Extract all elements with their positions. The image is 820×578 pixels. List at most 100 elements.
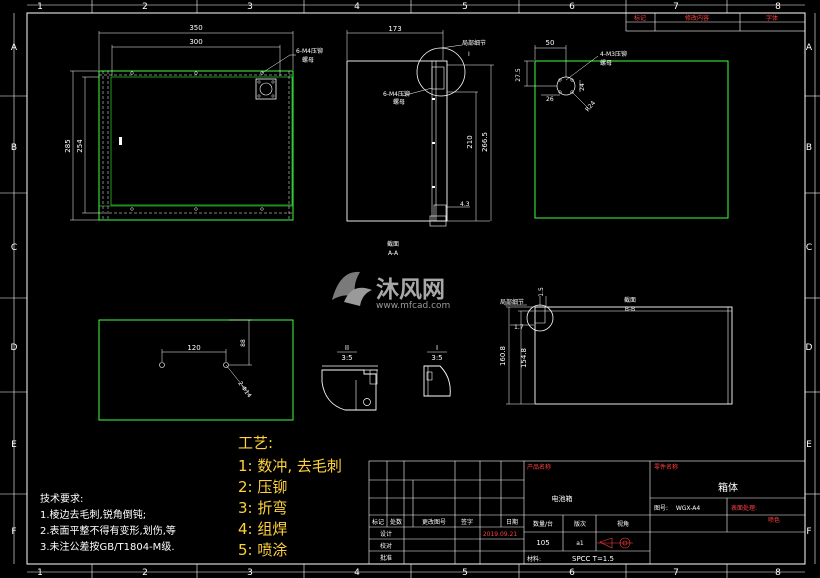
row-label-right-C: C — [806, 243, 812, 253]
dim-26: 26 — [546, 96, 554, 103]
section-bb-label-1: 截面 — [624, 296, 636, 304]
tb-qty: 105 — [536, 539, 549, 547]
dim-210: 210 — [466, 135, 474, 148]
detail-view-ii: II 3:5 — [321, 344, 378, 411]
revision-col-mark: 标记 — [634, 14, 646, 22]
front-rivet-note-2: 螺母 — [302, 56, 314, 64]
tb-version: a1 — [576, 540, 584, 547]
title-block — [368, 460, 806, 565]
dim-1-5: 1.5 — [538, 287, 545, 297]
row-label-A: A — [11, 43, 18, 53]
row-label-D: D — [11, 343, 18, 353]
col-label-bottom-6: 6 — [569, 568, 575, 578]
revision-col-content: 修改内容 — [685, 14, 709, 22]
detail-ii-label: II — [345, 344, 349, 352]
tb-date: 2019.09.21 — [483, 531, 518, 538]
section-detail-mark: I — [468, 51, 470, 58]
dim-24: 24 — [579, 83, 586, 91]
part-name: 箱体 — [718, 481, 738, 494]
tb-surface-label: 表面处理: — [731, 504, 757, 512]
section-bb-label-2: B-B — [625, 306, 635, 313]
dim-173: 173 — [388, 25, 401, 33]
part-name-label: 零件名称 — [654, 463, 678, 471]
front-rivet-note-1: 6-M4压铆 — [296, 47, 323, 55]
detail-i-scale: 3:5 — [431, 354, 442, 362]
tb-view-label: 视角 — [617, 520, 629, 528]
dim-1-7: 1.7 — [514, 324, 524, 331]
col-label-6: 6 — [569, 2, 575, 12]
col-label-bottom-5: 5 — [462, 568, 468, 578]
product-name: 电池箱 — [552, 494, 573, 503]
col-label-bottom-7: 7 — [673, 568, 679, 578]
tb-change-doc: 更改图号 — [422, 518, 446, 526]
col-label-2: 2 — [142, 2, 148, 12]
col-label-bottom-4: 4 — [354, 568, 360, 578]
product-name-label: 产品名称 — [527, 463, 551, 471]
tb-material-label: 材料: — [527, 555, 541, 563]
tb-material: SPCC T=1.5 — [572, 555, 614, 563]
tb-count: 处数 — [390, 518, 402, 526]
revision-table: 标记 修改内容 字体 — [625, 12, 806, 32]
dim-160-8: 160.8 — [499, 346, 507, 366]
col-label-bottom-2: 2 — [142, 568, 148, 578]
section-rivet-note-2: 螺母 — [393, 98, 405, 106]
tech-note-1: 1.棱边去毛刺,锐角倒钝; — [40, 510, 147, 521]
dim-300: 300 — [189, 38, 202, 46]
section-aa-label-2: A-A — [388, 250, 399, 257]
row-label-right-E: E — [806, 440, 812, 450]
col-label-bottom-3: 3 — [247, 568, 253, 578]
row-label-right-A: A — [806, 43, 813, 53]
section-view-aa: 173 210 266.5 4.3 局部细节 I 6-M4压铆 螺母 截面 A-… — [346, 25, 494, 257]
tb-approve: 批准 — [380, 554, 392, 562]
row-label-right-B: B — [806, 143, 812, 153]
watermark-url: www.mfcad.com — [376, 301, 450, 311]
tb-surface: 喷色 — [768, 516, 780, 524]
tech-note-3: 3.未注公差按GB/T1804-M级. — [40, 542, 175, 553]
tb-drawing-no-label: 图号: — [654, 505, 668, 512]
side-detail-note: 局部细节 — [500, 298, 524, 306]
row-label-F: F — [11, 527, 16, 537]
projection-symbol-icon — [597, 537, 633, 549]
tb-drawing-no: WGX-A4 — [676, 505, 701, 512]
process-step-4: 4: 组焊 — [238, 520, 288, 538]
tb-design: 设计 — [380, 530, 392, 538]
bottom-view: 120 88 2-Φ14 — [98, 319, 294, 421]
process-step-1: 1: 数冲, 去毛刺 — [238, 457, 342, 475]
tb-date-label: 日期 — [506, 518, 518, 526]
col-label-3: 3 — [247, 2, 253, 12]
process-step-5: 5: 喷涂 — [238, 541, 288, 559]
dim-266-5: 266.5 — [481, 132, 489, 152]
col-label-7: 7 — [673, 2, 679, 12]
row-label-E: E — [11, 440, 17, 450]
revision-col-font: 字体 — [766, 14, 778, 22]
watermark-cn: 沐风网 — [376, 277, 445, 303]
col-label-8: 8 — [775, 2, 781, 12]
detail-view-i: I 3:5 — [423, 344, 451, 397]
tech-notes-title: 技术要求: — [40, 494, 84, 505]
watermark: 沐风网 www.mfcad.com — [332, 271, 450, 311]
tech-note-2: 2.表面平整不得有变形,划伤,等 — [40, 526, 176, 537]
col-label-4: 4 — [354, 2, 360, 12]
section-detail-note: 局部细节 — [462, 39, 486, 47]
tb-check: 校对 — [380, 542, 392, 550]
dim-350: 350 — [189, 24, 202, 32]
top-rivet-note-1: 4-M3压铆 — [600, 50, 627, 58]
detail-ii-scale: 3:5 — [341, 354, 352, 362]
front-view: 350 300 285 254 6-M4压铆 螺母 — [64, 24, 323, 221]
col-label-5: 5 — [462, 2, 468, 12]
watermark-logo-icon — [332, 271, 372, 306]
dim-88: 88 — [240, 339, 247, 347]
detail-i-label: I — [436, 344, 438, 352]
process-step-2: 2: 压铆 — [238, 478, 288, 496]
top-view: 50 27.5 24 26 R24 4-M3压铆 螺母 — [515, 39, 729, 219]
tb-mark: 标记 — [372, 518, 384, 526]
process-title: 工艺: — [238, 434, 274, 452]
col-label-bottom-8: 8 — [775, 568, 781, 578]
row-label-right-D: D — [806, 343, 813, 353]
process-step-3: 3: 折弯 — [238, 499, 288, 517]
col-label-bottom-1: 1 — [37, 568, 43, 578]
dim-r24: R24 — [584, 100, 597, 114]
